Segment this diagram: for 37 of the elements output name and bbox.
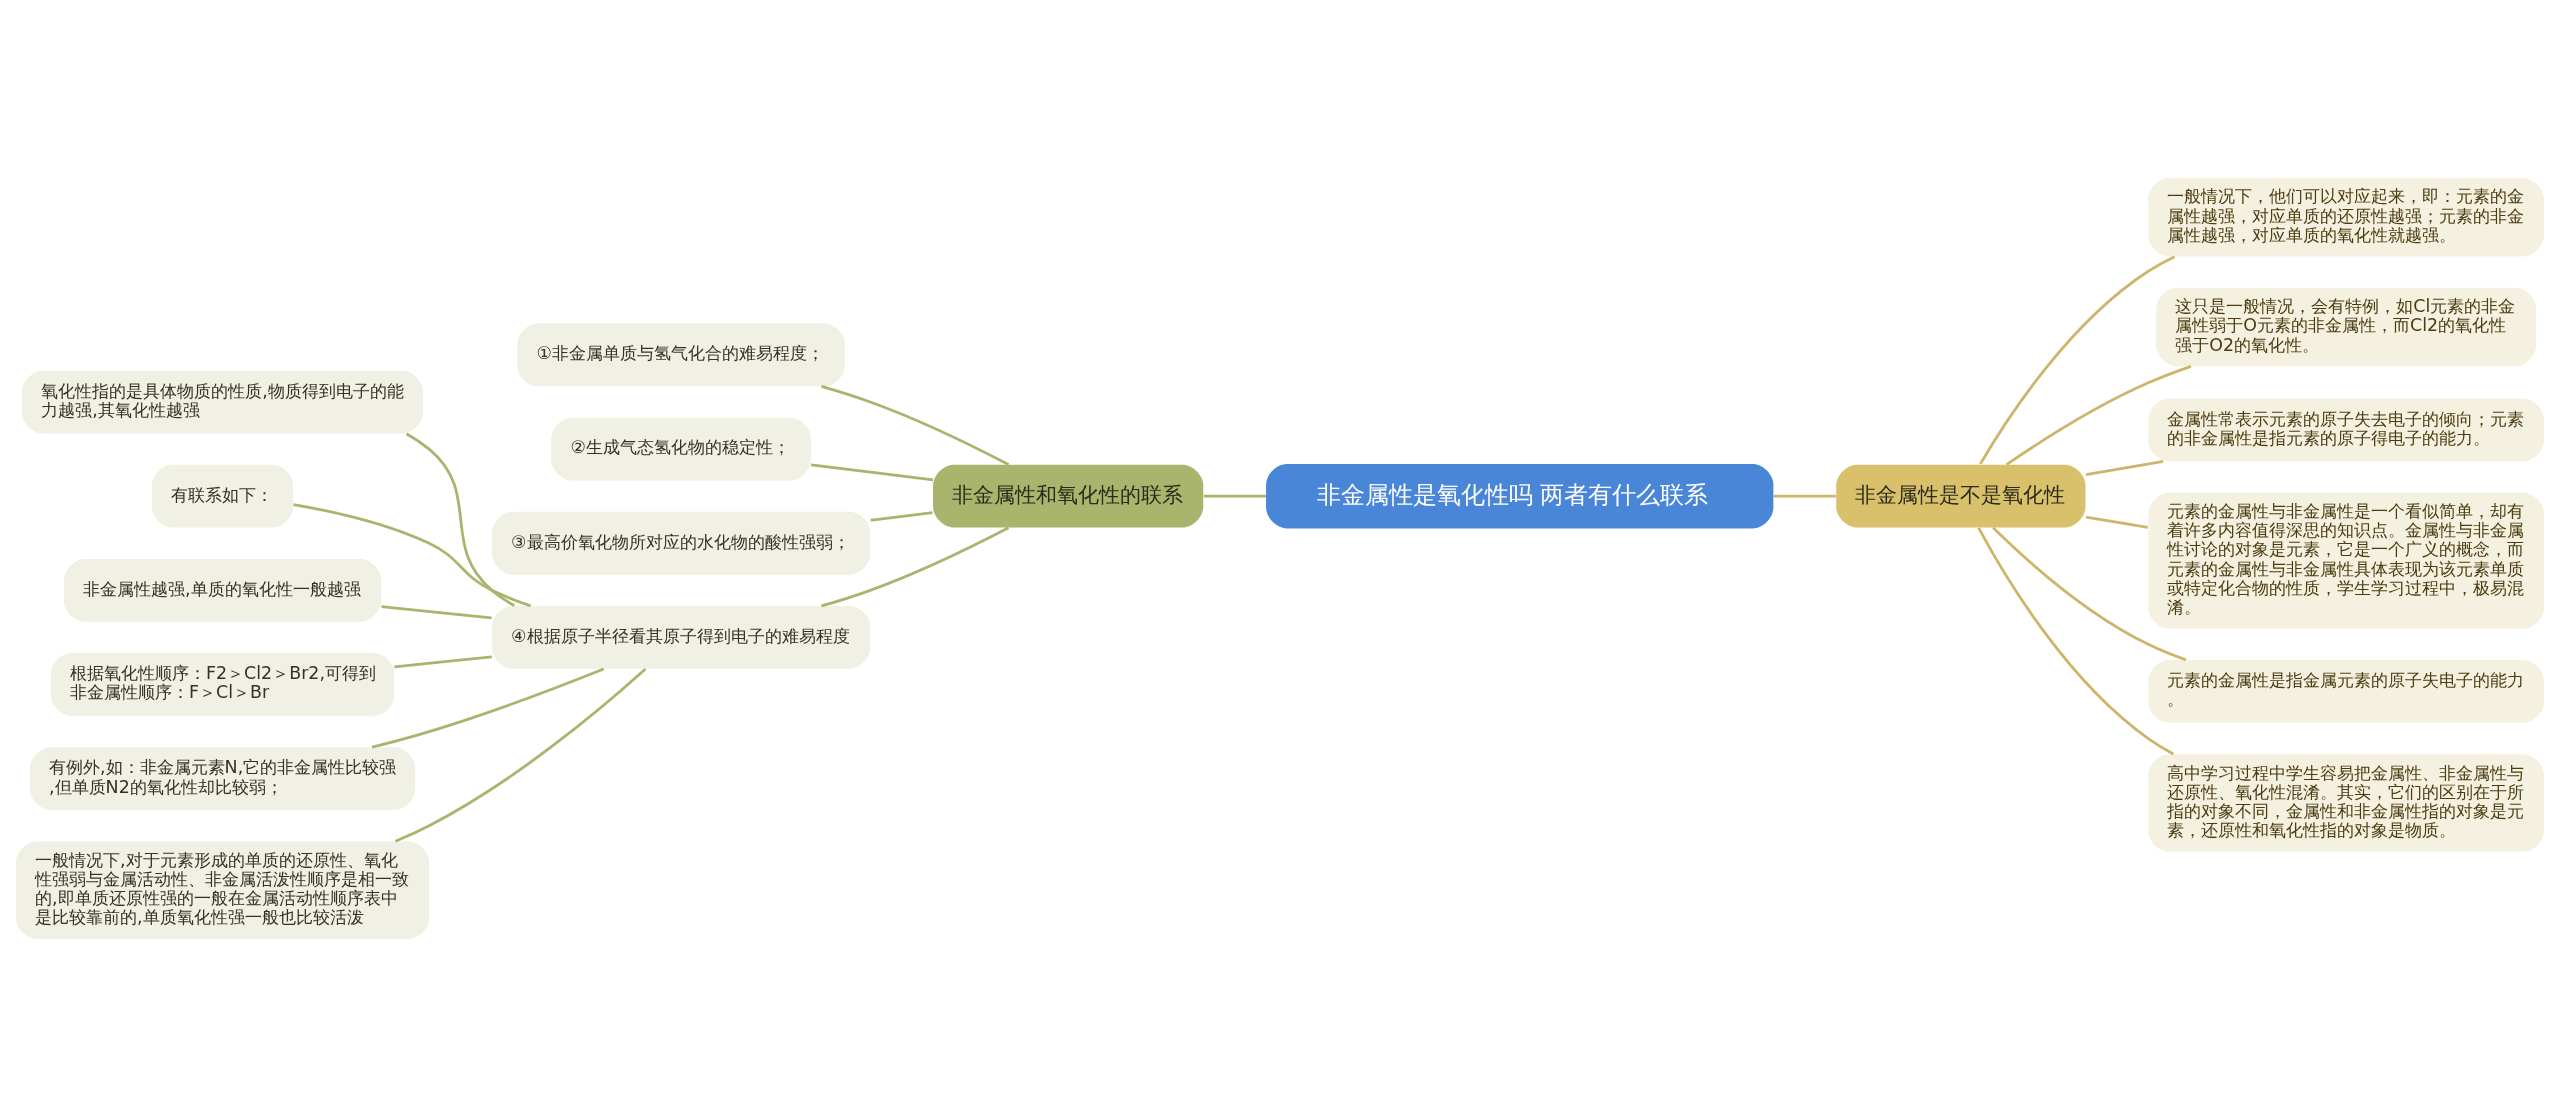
node-box: ④根据原子半径看其原子得到电子的难易程度	[491, 605, 871, 669]
node-box: 元素的金属性与非金属性是一个看似简单，却有着许多内容值得深思的知识点。金属性与非金属性讨论的对象是元素，它是一个广义的概念，而元素的金属性与非金属性具体表现为该元素单质或特定化合物的性质，学生学习过程中，极易混淆。	[2148, 492, 2545, 629]
node-box: 非金属性和氧化性的联系	[933, 464, 1204, 528]
connector	[2085, 459, 2164, 476]
node-box: ①非金属单质与氢气化合的难易程度；	[517, 323, 845, 386]
connector	[394, 654, 493, 668]
connector	[810, 462, 934, 481]
connector	[1979, 254, 2176, 465]
node-box: 非金属性是氧化性吗 两者有什么联系	[1266, 463, 1774, 528]
node-box: 高中学习过程中学生容易把金属性、非金属性与还原性、氧化性混淆。其实，它们的区别在于所指的对象不同，金属性和非金属性指的对象是元素，还原性和氧化性指的对象是物质。	[2148, 753, 2545, 852]
connector	[1773, 494, 1836, 498]
node-box: 根据氧化性顺序：F2＞Cl2＞Br2,可得到非金属性顺序：F＞Cl＞Br	[50, 652, 395, 716]
connector	[371, 667, 605, 749]
node-box: 元素的金属性是指金属元素的原子失电子的能力。	[2148, 659, 2545, 723]
connector	[2085, 515, 2149, 529]
connector	[1977, 526, 2174, 755]
connector	[1203, 494, 1266, 498]
connector	[821, 384, 1010, 466]
node-box: ②生成气态氢化物的稳定性；	[551, 417, 811, 480]
node-box: 有联系如下：	[151, 464, 294, 528]
connector	[2005, 364, 2192, 466]
node-box: 这只是一般情况，会有特例，如Cl元素的非金属性弱于O元素的非金属性，而Cl2的氧化性强于O2的氧化性。	[2156, 287, 2537, 366]
connector	[1992, 526, 2187, 661]
connector	[394, 667, 647, 842]
connector	[405, 431, 516, 607]
node-box: 有例外,如：非金属元素N,它的非金属性比较强,但单质N2的氧化性却比较弱；	[29, 746, 416, 810]
connector	[821, 526, 1010, 607]
connector	[293, 502, 532, 607]
node-box: ③最高价氧化物所对应的水化物的酸性强弱；	[491, 511, 871, 575]
node-box: 一般情况下,对于元素形成的单质的还原性、氧化性强弱与金属活动性、非金属活泼性顺序是相一致的,即单质还原性强的一般在金属活动性顺序表中是比较靠前的,单质氧化性强一般也比较活泼	[15, 840, 430, 939]
connector	[870, 510, 933, 522]
node-box: 一般情况下，他们可以对应起来，即：元素的金属性越强，对应单质的还原性越强；元素的非金属性越强，对应单质的氧化性就越强。	[2148, 177, 2545, 256]
node-box: 金属性常表示元素的原子失去电子的倾向；元素的非金属性是指元素的原子得电子的能力。	[2148, 398, 2545, 461]
node-box: 非金属性是不是氧化性	[1836, 464, 2086, 528]
node-box: 非金属性越强,单质的氧化性一般越强	[63, 558, 382, 622]
node-box: 氧化性指的是具体物质的性质,物质得到电子的能力越强,其氧化性越强	[22, 370, 424, 433]
connector	[381, 604, 492, 619]
